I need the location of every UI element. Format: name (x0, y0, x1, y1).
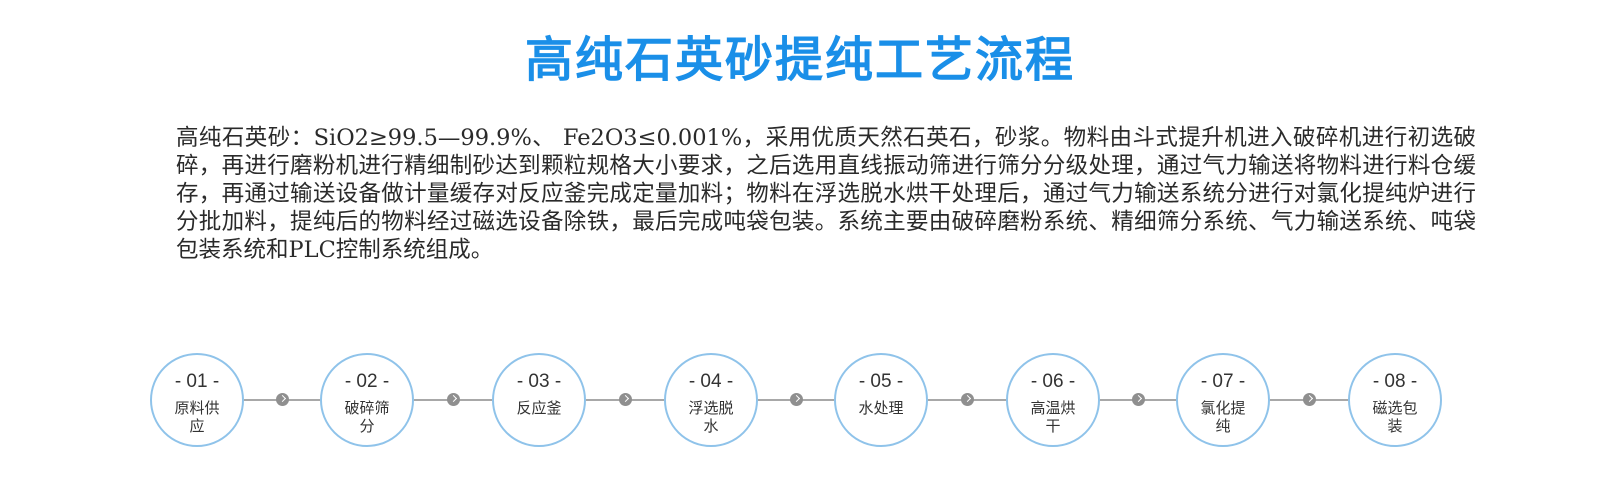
process-step: - 06 - 高温烘干 (1006, 353, 1100, 447)
chevron-right-icon (1303, 393, 1316, 406)
step-number: - 06 - (1030, 371, 1076, 392)
step-number: - 01 - (174, 371, 220, 392)
process-flow: - 01 - 原料供应 - 02 - 破碎筛分 - 03 - 反应釜 - 04 … (0, 345, 1600, 455)
chevron-right-icon (619, 393, 632, 406)
chevron-right-icon (961, 393, 974, 406)
page-title: 高纯石英砂提纯工艺流程 (524, 32, 1075, 88)
chevron-right-icon (790, 393, 803, 406)
step-number: - 05 - (858, 371, 904, 392)
process-step: - 08 - 磁选包装 (1348, 353, 1442, 447)
process-description: 高纯石英砂：SiO2≥99.5—99.9%、 Fe2O3≤0.001%，采用优质… (176, 125, 1476, 263)
process-step: - 02 - 破碎筛分 (320, 353, 414, 447)
step-label: 高温烘干 (1030, 399, 1076, 435)
step-label: 原料供应 (174, 399, 220, 435)
step-number: - 08 - (1372, 371, 1418, 392)
process-step: - 04 - 浮选脱水 (664, 353, 758, 447)
step-number: - 04 - (688, 371, 734, 392)
step-number: - 03 - (516, 371, 562, 392)
process-step: - 07 - 氯化提纯 (1176, 353, 1270, 447)
step-number: - 07 - (1200, 371, 1246, 392)
step-label: 反应釜 (516, 399, 562, 417)
chevron-right-icon (1132, 393, 1145, 406)
step-label: 氯化提纯 (1200, 399, 1246, 435)
process-step: - 05 - 水处理 (834, 353, 928, 447)
process-step: - 03 - 反应釜 (492, 353, 586, 447)
chevron-right-icon (276, 393, 289, 406)
step-label: 破碎筛分 (344, 399, 390, 435)
chevron-right-icon (447, 393, 460, 406)
step-label: 水处理 (858, 399, 904, 417)
step-label: 磁选包装 (1372, 399, 1418, 435)
step-number: - 02 - (344, 371, 390, 392)
process-step: - 01 - 原料供应 (150, 353, 244, 447)
step-label: 浮选脱水 (688, 399, 734, 435)
